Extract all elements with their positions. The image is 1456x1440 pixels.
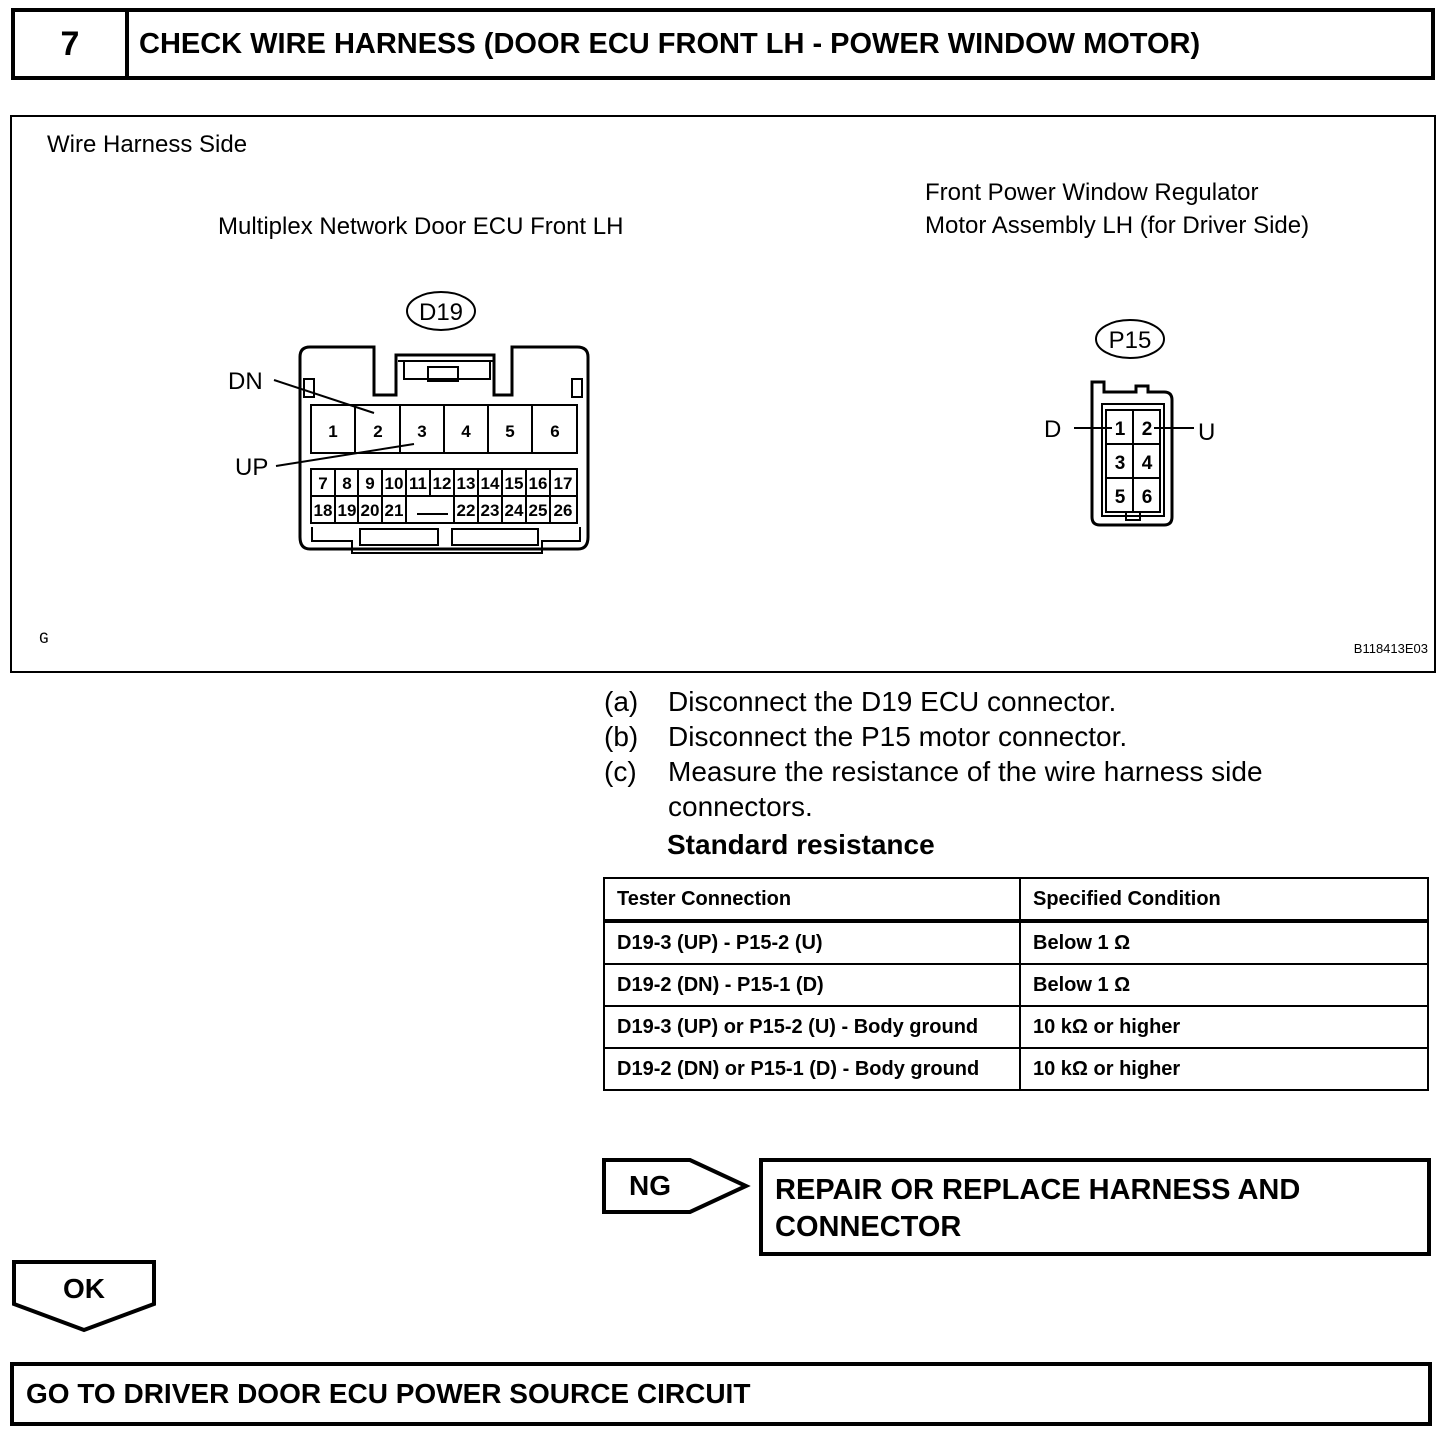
d19-connector	[298, 345, 590, 554]
pin-number: 24	[505, 501, 524, 520]
pin-number: 2	[373, 422, 382, 441]
pin-number: 6	[1142, 487, 1153, 508]
d19-code-ellipse	[406, 291, 476, 331]
pin-number: 1	[328, 422, 337, 441]
instruction-letter: (c)	[604, 756, 637, 787]
pin-number: 15	[505, 474, 524, 493]
d-label: D	[1044, 416, 1061, 443]
instruction-text: Disconnect the P15 motor connector.	[668, 721, 1128, 752]
instruction-item: (c) Measure the resistance of the wire ha…	[604, 756, 1263, 788]
pin-number: 18	[314, 501, 333, 520]
table-cell: D19-2 (DN) - P15-1 (D)	[603, 963, 1021, 1007]
table-cell: D19-2 (DN) or P15-1 (D) - Body ground	[603, 1047, 1021, 1091]
left-connector-name: Multiplex Network Door ECU Front LH	[218, 213, 624, 240]
pin-number: 14	[481, 474, 500, 493]
pin-number: 6	[550, 422, 559, 441]
table-cell: 10 kΩ or higher	[1019, 1005, 1429, 1049]
table-header: Tester Connection	[603, 877, 1021, 923]
pin-number: 19	[338, 501, 357, 520]
pin-number: 4	[461, 422, 471, 441]
d19-code: D19	[419, 299, 463, 326]
next-step-box: GO TO DRIVER DOOR ECU POWER SOURCE CIRCU…	[10, 1362, 1432, 1426]
ng-arrow: NG	[602, 1158, 751, 1214]
pin-number: 3	[417, 422, 426, 441]
p15-code: P15	[1109, 327, 1152, 354]
connector-figure: Wire Harness Side Multiplex Network Door…	[10, 115, 1436, 673]
dn-label: DN	[228, 368, 263, 395]
instruction-list: (a) Disconnect the D19 ECU connector. (b)…	[604, 686, 1263, 823]
instruction-item: connectors.	[604, 791, 1263, 823]
pin-number: 10	[385, 474, 404, 493]
instruction-item: (a) Disconnect the D19 ECU connector.	[604, 686, 1263, 718]
p15-code-ellipse	[1095, 319, 1165, 359]
instruction-text: connectors.	[668, 791, 813, 822]
pin-number: 7	[318, 474, 327, 493]
pin-number: 2	[1142, 419, 1153, 440]
pin-number: 23	[481, 501, 500, 520]
pin-number: 8	[342, 474, 351, 493]
step-number: 7	[15, 12, 129, 76]
view-label: Wire Harness Side	[47, 131, 248, 158]
connector-diagram: D19	[228, 291, 1215, 554]
table-row: D19-3 (UP) - P15-2 (U) Below 1 Ω	[603, 920, 1429, 965]
table-row: D19-2 (DN) or P15-1 (D) - Body ground 10…	[603, 1047, 1429, 1091]
pin-number: 3	[1115, 453, 1126, 474]
table-cell: D19-3 (UP) - P15-2 (U)	[603, 920, 1021, 965]
pin-number: 9	[365, 474, 374, 493]
table-cell: Below 1 Ω	[1019, 920, 1429, 965]
table-header: Specified Condition	[1019, 877, 1429, 923]
instruction-text: Measure the resistance of the wire harne…	[668, 756, 1263, 787]
instruction-letter: (b)	[604, 721, 639, 752]
standard-heading: Standard resistance	[667, 829, 935, 860]
p15-connector	[1090, 380, 1174, 527]
u-label: U	[1198, 419, 1215, 446]
table-row: D19-2 (DN) - P15-1 (D) Below 1 Ω	[603, 963, 1429, 1007]
pin-number: 4	[1142, 453, 1153, 474]
d19-grid-dividers	[334, 469, 551, 523]
right-connector-name-line2: Motor Assembly LH (for Driver Side)	[925, 212, 1310, 239]
instruction-text: Disconnect the D19 ECU connector.	[668, 686, 1117, 717]
table-row: D19-3 (UP) or P15-2 (U) - Body ground 10…	[603, 1005, 1429, 1049]
step-title: CHECK WIRE HARNESS (DOOR ECU FRONT LH - …	[139, 27, 1201, 60]
pin-number: 25	[529, 501, 548, 520]
pin-number: 21	[385, 501, 404, 520]
table-cell: 10 kΩ or higher	[1019, 1047, 1429, 1091]
instruction-item: (b) Disconnect the P15 motor connector.	[604, 721, 1263, 753]
ok-arrow: OK	[12, 1260, 156, 1333]
pin-number: 26	[554, 501, 573, 520]
ng-result-box: REPAIR OR REPLACE HARNESS AND CONNECTOR	[759, 1158, 1431, 1256]
d19-pins-row1: 1 2 3 4 5 6	[328, 422, 559, 441]
pin-number: 1	[1115, 419, 1126, 440]
ng-label: NG	[629, 1170, 671, 1201]
pin-number: 5	[505, 422, 514, 441]
resistance-table: Tester Connection Specified Condition D1…	[603, 877, 1429, 1091]
pin-number: 16	[529, 474, 548, 493]
pin-number: 11	[409, 474, 427, 493]
table-cell: D19-3 (UP) or P15-2 (U) - Body ground	[603, 1005, 1021, 1049]
right-connector-name-line1: Front Power Window Regulator	[925, 179, 1259, 206]
instruction-letter: (a)	[604, 686, 639, 717]
step-header: 7 CHECK WIRE HARNESS (DOOR ECU FRONT LH …	[11, 8, 1435, 80]
pin-number: 13	[457, 474, 476, 493]
table-cell: Below 1 Ω	[1019, 963, 1429, 1007]
pin-number: 17	[554, 474, 573, 493]
dn-leader	[273, 379, 375, 414]
ok-label: OK	[63, 1273, 105, 1304]
table-header-row: Tester Connection Specified Condition	[603, 877, 1429, 923]
up-leader	[275, 443, 415, 467]
figure-code: B118413E03	[1353, 641, 1428, 656]
corner-label: G	[39, 630, 49, 648]
up-label: UP	[235, 454, 268, 481]
pin-number: 22	[457, 501, 476, 520]
pin-number: 12	[433, 474, 452, 493]
pin-number: 20	[361, 501, 380, 520]
pin-number: 5	[1115, 487, 1126, 508]
